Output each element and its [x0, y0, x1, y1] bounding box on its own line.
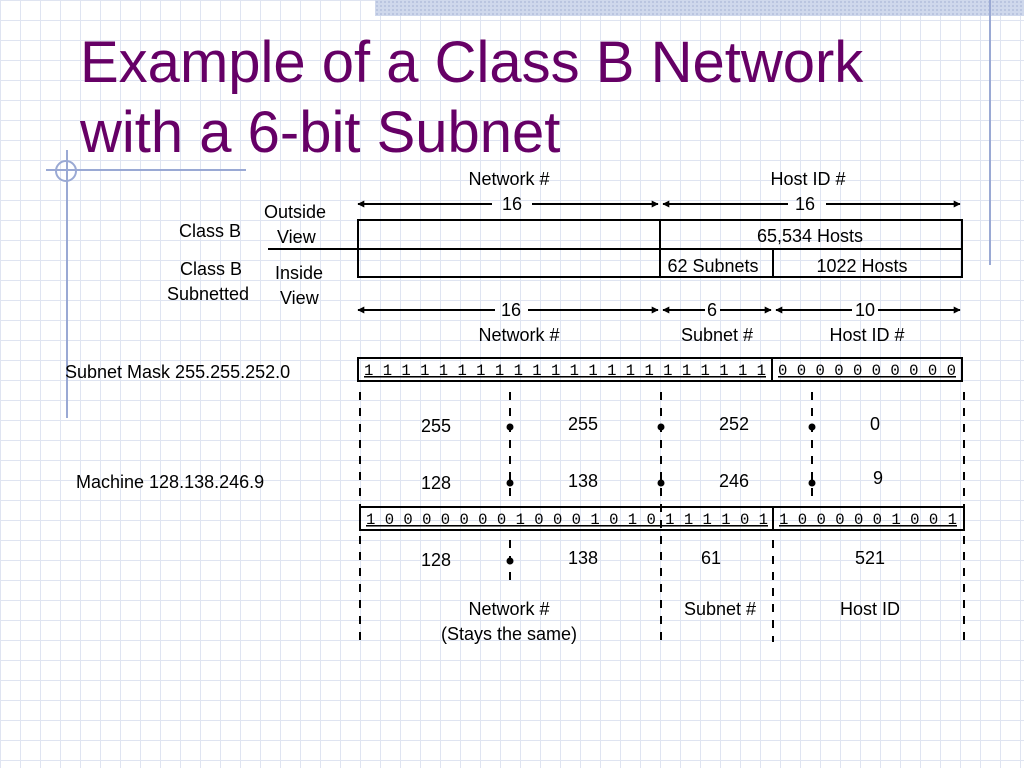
- machine-octet-2: 138: [568, 471, 598, 491]
- classb-subnetted-label-2: Subnetted: [167, 284, 249, 304]
- subnet-mask-ones: 1 1 1 1 1 1 1 1 1 1 1 1 1 1 1 1 1 1 1 1 …: [364, 362, 766, 380]
- mask-dot-3: [808, 423, 816, 431]
- result-network-sublabel: (Stays the same): [441, 624, 577, 644]
- inside-view-label-2: View: [280, 288, 320, 308]
- mask-octet-2: 255: [568, 414, 598, 434]
- mask-dot-1: [506, 423, 514, 431]
- mask-octet-1: 255: [421, 416, 451, 436]
- machine-bits-left: 1 0 0 0 0 0 0 0 1 0 0 0 1 0 1 0 1 1 1 1 …: [366, 511, 768, 529]
- result-dot-1: [506, 557, 514, 565]
- hosts-per-subnet: 1022 Hosts: [816, 256, 907, 276]
- machine-label: Machine 128.138.246.9: [76, 472, 264, 492]
- result-host-label: Host ID: [840, 599, 900, 619]
- machine-bits-box: [359, 506, 965, 531]
- subnet-mask-zeros: 0 0 0 0 0 0 0 0 0 0: [778, 362, 956, 380]
- subnet-mask-bits-box: [357, 357, 963, 382]
- result-network-octet-1: 128: [421, 550, 451, 570]
- title-underline: [46, 169, 246, 171]
- classb-subnetted-label-1: Class B: [180, 259, 242, 279]
- classb-label: Class B: [179, 221, 241, 241]
- title-line-2: with a 6-bit Subnet: [80, 100, 561, 165]
- bits-subnet-count: 6: [707, 300, 717, 320]
- result-subnet-value: 61: [701, 548, 721, 568]
- top-host-label: Host ID #: [770, 169, 845, 189]
- result-network-octet-2: 138: [568, 548, 598, 568]
- machine-octet-3: 246: [719, 471, 749, 491]
- top-decorative-band: [375, 0, 1024, 16]
- subnet-mask-label: Subnet Mask 255.255.252.0: [65, 362, 290, 382]
- bits-network-label: Network #: [478, 325, 559, 345]
- right-decorative-line: [989, 0, 991, 265]
- machine-octet-4: 9: [873, 468, 883, 488]
- bits-host-count: 10: [855, 300, 875, 320]
- machine-dot-2: [657, 479, 665, 487]
- bits-subnet-label: Subnet #: [681, 325, 753, 345]
- machine-dot-1: [506, 479, 514, 487]
- inside-view-label-1: Inside: [275, 263, 323, 283]
- mask-octet-4: 0: [870, 414, 880, 434]
- decorative-circle: [55, 160, 77, 182]
- machine-dot-3: [808, 479, 816, 487]
- mask-octet-3: 252: [719, 414, 749, 434]
- bits-network-count: 16: [501, 300, 521, 320]
- result-subnet-label: Subnet #: [684, 599, 756, 619]
- outside-view-label-2: View: [277, 227, 317, 247]
- top-network-bits: 16: [502, 194, 522, 214]
- top-host-bits: 16: [795, 194, 815, 214]
- mask-dot-2: [657, 423, 665, 431]
- slide-title: Example of a Class B Network with a 6-bi…: [80, 28, 980, 168]
- machine-bits-right: 1 0 0 0 0 0 1 0 0 1: [779, 511, 957, 529]
- bits-host-label: Host ID #: [829, 325, 904, 345]
- result-host-value: 521: [855, 548, 885, 568]
- top-network-label: Network #: [468, 169, 549, 189]
- outside-view-label-1: Outside: [264, 202, 326, 222]
- hosts-total: 65,534 Hosts: [757, 226, 863, 246]
- subnets-count: 62 Subnets: [667, 256, 758, 276]
- title-line-1: Example of a Class B Network: [80, 30, 864, 95]
- result-network-label: Network #: [468, 599, 549, 619]
- left-decorative-line: [66, 150, 68, 418]
- machine-octet-1: 128: [421, 473, 451, 493]
